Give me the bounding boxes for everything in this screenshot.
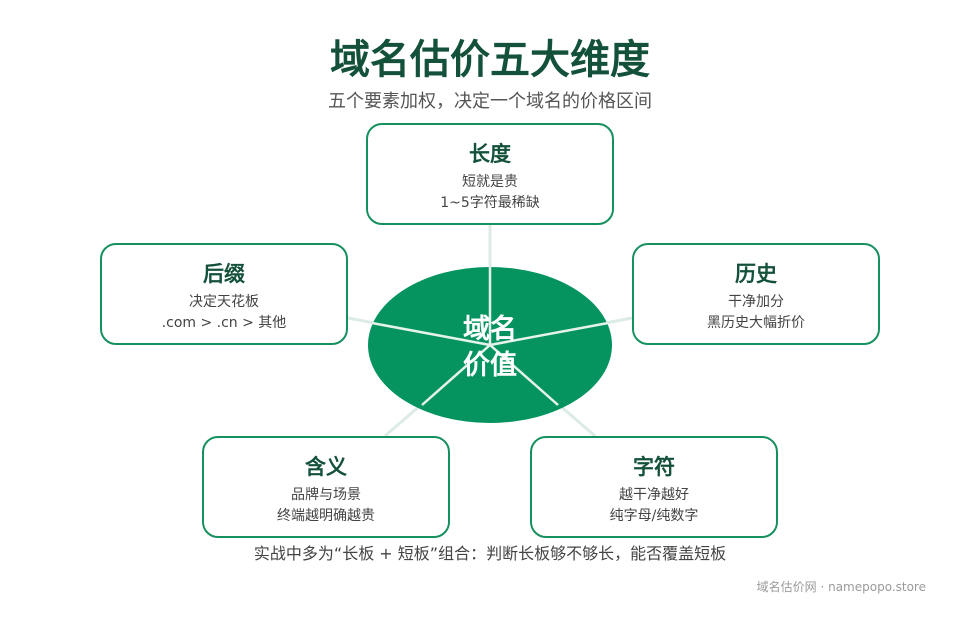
dimension-desc: 决定天花板 .com > .cn > 其他 xyxy=(102,292,346,334)
watermark: 域名估价网 · namepopo.store xyxy=(756,580,926,594)
dimension-card-history: 历史 干净加分 黑历史大幅折价 xyxy=(632,243,880,345)
dimension-title: 后缀 xyxy=(203,262,245,286)
dimension-desc-line2: 终端越明确越贵 xyxy=(277,508,375,524)
spoke-suffix xyxy=(371,321,491,347)
dimension-card-length: 长度 短就是贵 1~5字符最稀缺 xyxy=(366,123,614,225)
dimension-card-meaning: 含义 品牌与场景 终端越明确越贵 xyxy=(202,436,450,538)
dimension-title: 长度 xyxy=(469,142,511,166)
spoke-chars xyxy=(489,344,559,406)
dimension-desc-line1: 品牌与场景 xyxy=(291,487,361,503)
dimension-desc-line1: 决定天花板 xyxy=(189,294,259,310)
dimension-desc-line2: 黑历史大幅折价 xyxy=(707,315,805,331)
dimension-title: 历史 xyxy=(735,262,777,286)
dimension-title: 字符 xyxy=(633,455,675,479)
dimension-card-chars: 字符 越干净越好 纯字母/纯数字 xyxy=(530,436,778,538)
dimension-desc-line2: 纯字母/纯数字 xyxy=(609,508,699,524)
dimension-desc-line1: 干净加分 xyxy=(728,294,784,310)
spoke-history xyxy=(489,321,609,347)
dimension-desc: 品牌与场景 终端越明确越贵 xyxy=(204,485,448,527)
dimension-desc: 干净加分 黑历史大幅折价 xyxy=(634,292,878,334)
page-subtitle: 五个要素加权，决定一个域名的价格区间 xyxy=(328,91,652,112)
spoke-meaning xyxy=(421,344,491,406)
dimension-desc: 越干净越好 纯字母/纯数字 xyxy=(532,485,776,527)
center-label: 域名 价值 xyxy=(420,312,560,384)
center-label-line1: 域名 xyxy=(463,314,517,345)
page-title: 域名估价五大维度 xyxy=(330,37,650,83)
dimension-card-suffix: 后缀 决定天花板 .com > .cn > 其他 xyxy=(100,243,348,345)
center-label-line2: 价值 xyxy=(463,350,517,381)
dimension-desc-line2: .com > .cn > 其他 xyxy=(161,315,287,331)
dimension-desc-line1: 短就是贵 xyxy=(462,174,518,190)
footnote: 实战中多为“长板 + 短板”组合：判断长板够不够长，能否覆盖短板 xyxy=(253,544,727,563)
dimension-title: 含义 xyxy=(305,455,347,479)
dimension-desc-line2: 1~5字符最稀缺 xyxy=(440,195,540,211)
dimension-desc-line1: 越干净越好 xyxy=(619,487,689,503)
dimension-desc: 短就是贵 1~5字符最稀缺 xyxy=(368,172,612,214)
